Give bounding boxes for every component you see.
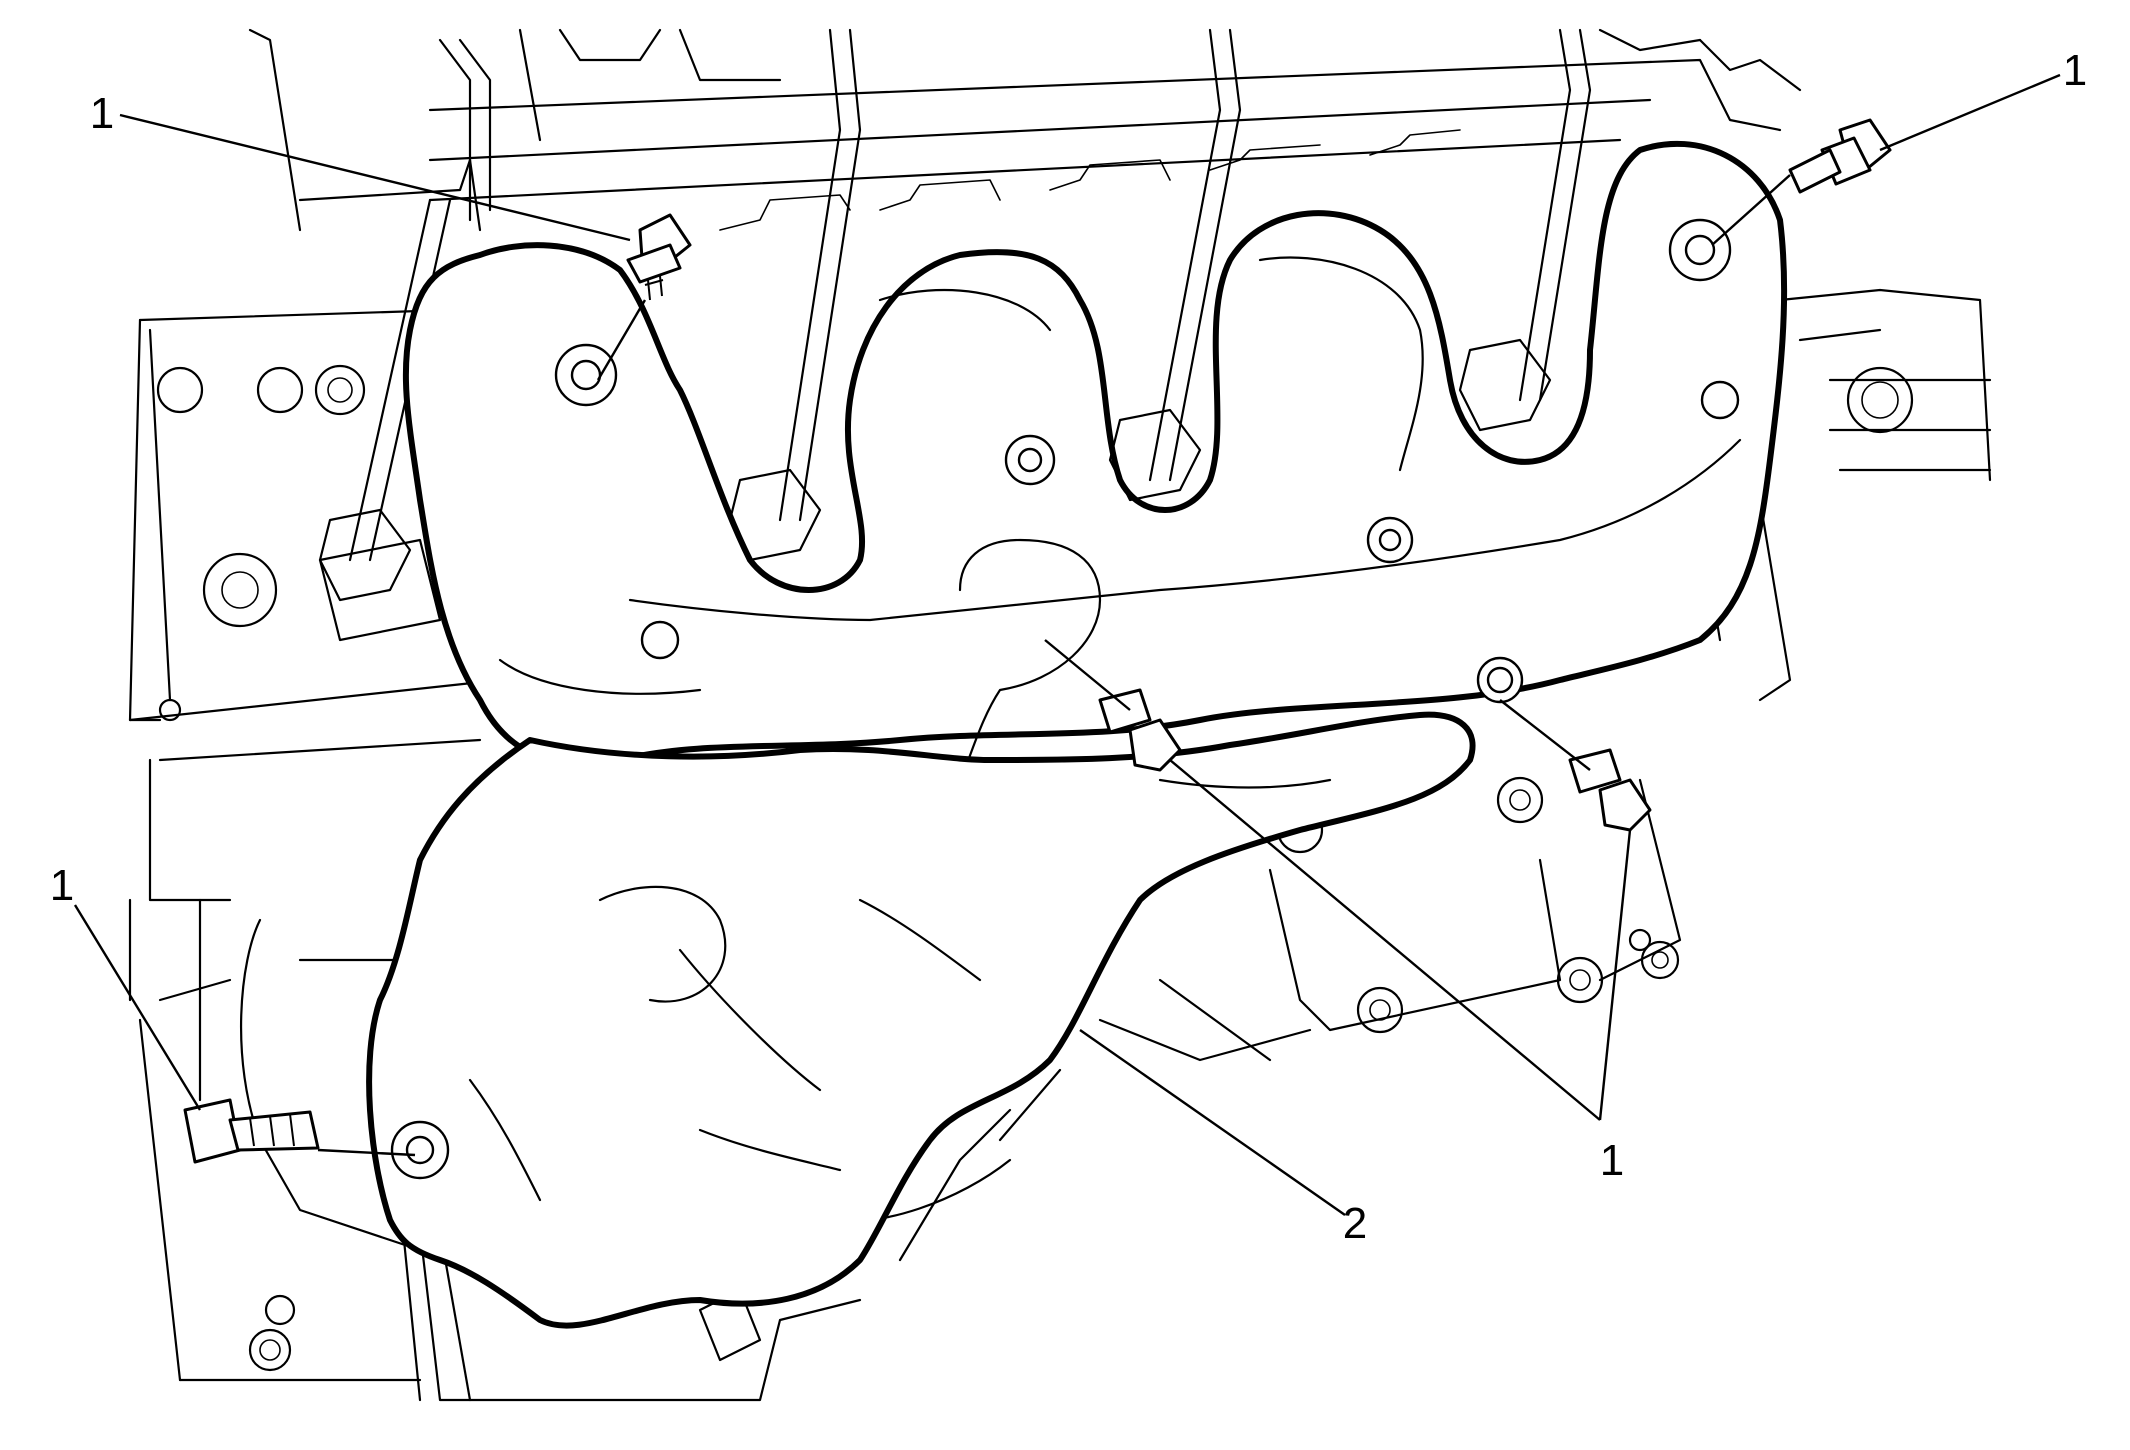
bolt-top-left	[626, 213, 692, 301]
callout-1-center: 1	[1600, 1136, 1624, 1185]
callout-1-top-right: 1	[2063, 46, 2087, 95]
callout-leaders	[73, 73, 2061, 1216]
bolt-top-right	[1788, 118, 1892, 194]
heat-shield-upper	[318, 140, 1788, 782]
callout-2-heat-shield: 2	[1343, 1199, 1367, 1248]
heat-shield-lower	[366, 711, 1476, 1329]
callout-labels: 1 1 1 1 2	[50, 46, 2087, 1248]
callout-1-left: 1	[50, 861, 74, 910]
bolt-left	[183, 1098, 320, 1164]
bolt-center-right	[1568, 748, 1652, 832]
bolt-axis-lines	[317, 174, 1791, 1157]
callout-1-top-left: 1	[90, 89, 114, 138]
